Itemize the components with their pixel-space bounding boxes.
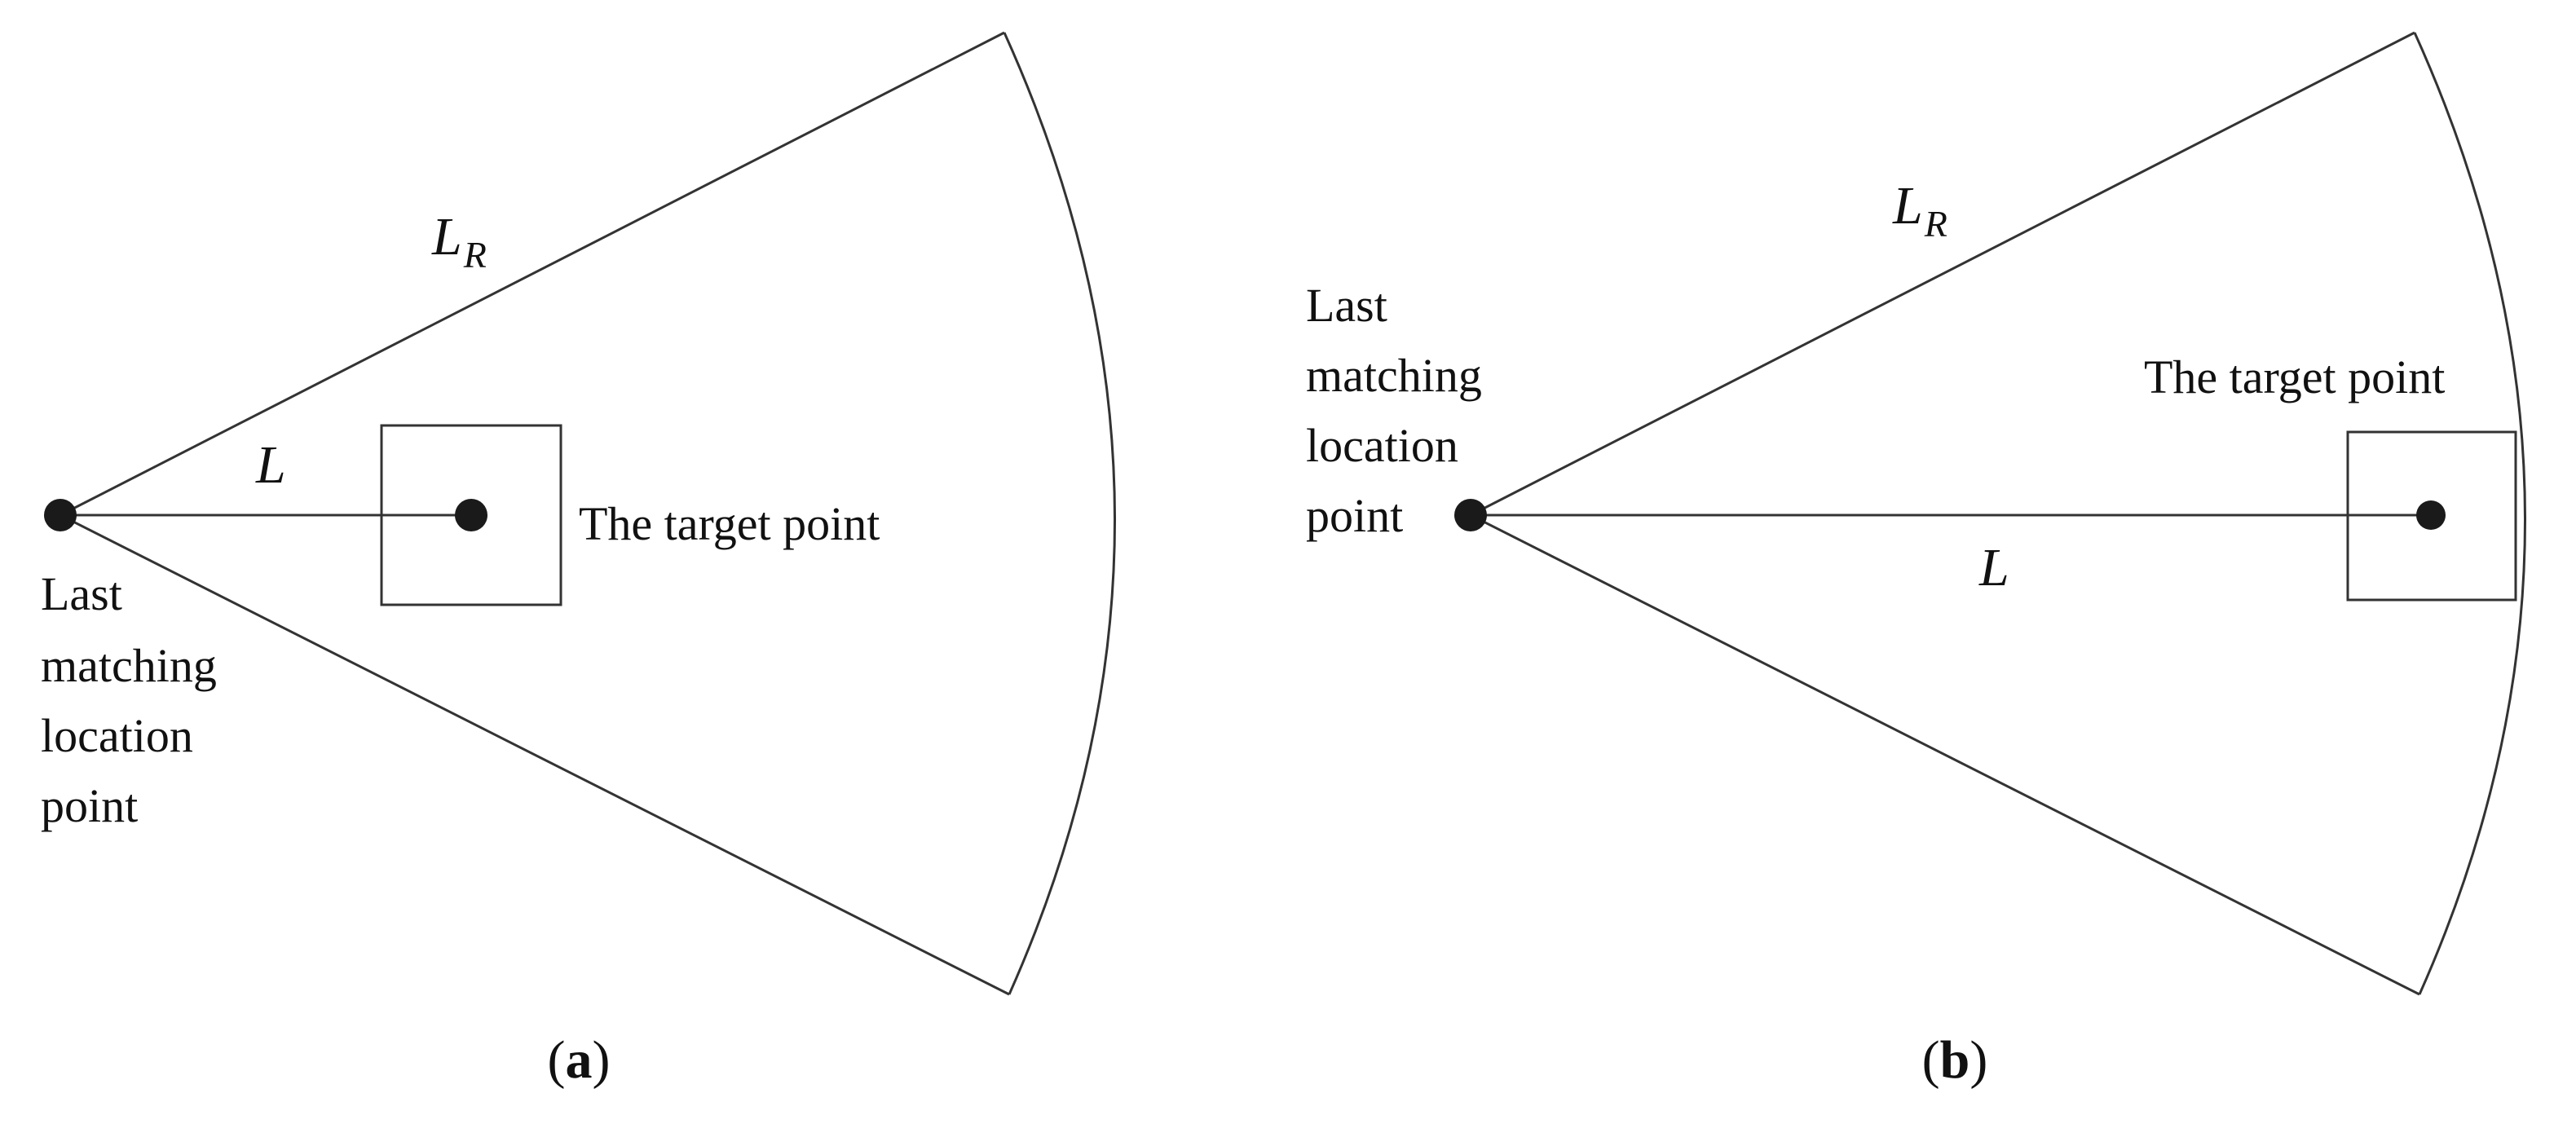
origin-point <box>1454 499 1487 531</box>
target-square <box>2346 430 2517 602</box>
origin-label: Last matching location point <box>1306 279 1493 542</box>
origin-label-line: point <box>1306 489 1403 542</box>
target-point <box>2416 500 2446 530</box>
panel-caption: (a) <box>548 1030 611 1090</box>
sector-arc <box>2413 32 2526 995</box>
target-point-label: The target point <box>579 497 880 550</box>
sector-upper-edge <box>60 31 1005 517</box>
target-square <box>380 424 562 606</box>
origin-point <box>44 499 77 531</box>
range-label: LR <box>1892 176 1947 245</box>
origin-label-line: location <box>41 709 193 762</box>
target-point-label: The target point <box>2144 350 2445 403</box>
panel-a: LR L The target point Last matching loca… <box>41 31 1116 1090</box>
sector-arc <box>1003 32 1116 995</box>
origin-label-line: location <box>1306 419 1458 472</box>
sector-lower-edge <box>60 514 1010 996</box>
panel-caption: (b) <box>1922 1030 1988 1090</box>
sector-lower-edge <box>1470 514 2420 996</box>
origin-label: Last matching location point <box>41 567 228 832</box>
distance-label: L <box>1978 538 2009 597</box>
panel-b: LR L The target point Last matching loca… <box>1306 31 2526 1090</box>
origin-label-line: Last <box>41 567 122 620</box>
distance-label: L <box>255 435 286 495</box>
origin-label-line: matching <box>41 639 217 692</box>
range-label: LR <box>431 207 487 275</box>
sector-upper-edge <box>1470 31 2415 517</box>
origin-label-line: point <box>41 779 138 832</box>
target-point <box>455 499 487 531</box>
origin-label-line: Last <box>1306 279 1387 332</box>
origin-label-line: matching <box>1306 349 1482 402</box>
